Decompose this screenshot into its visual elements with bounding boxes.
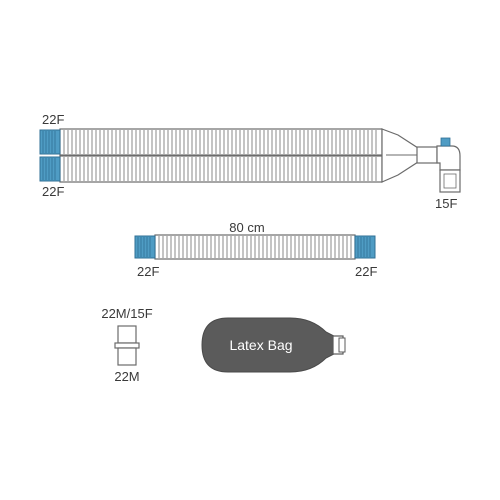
hose-connector-grip-lines [137,237,371,257]
dual-limb-circuit: 22F 22F 15F [39,112,461,211]
adapter-collar [114,342,140,349]
hose-left-connector-label: 22F [137,264,159,279]
adapter-bottom-label: 22M [114,369,139,384]
top-limb-connector-label: 22F [42,112,64,127]
adapter: 22M/15F 22M [101,306,152,384]
adapter-lower-body [117,347,137,366]
bag-neck-ring [338,337,346,353]
patient-connector-label: 15F [435,196,457,211]
connector-grip-lines [42,131,56,180]
bag-body [201,317,335,373]
adapter-upper-body [117,325,137,344]
top-limb-corrugation [63,130,377,154]
sample-port [440,137,451,147]
hose-length-label: 80 cm [229,220,264,235]
bottom-limb-corrugation [63,157,377,181]
adapter-top-label: 22M/15F [101,306,152,321]
latex-bag: Latex Bag [201,317,346,373]
extension-hose: 80 cm 22F 22F [134,220,377,279]
patient-port-inner [443,173,457,189]
bag-label: Latex Bag [229,337,292,353]
hose-right-connector-label: 22F [355,264,377,279]
elbow-connector [436,145,461,171]
hose-corrugation [158,236,352,258]
bottom-limb-connector-label: 22F [42,184,64,199]
y-piece-neck [416,146,438,164]
